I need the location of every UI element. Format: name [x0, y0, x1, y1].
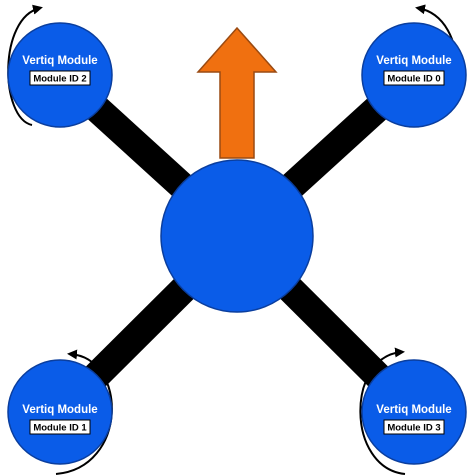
up-arrow-icon — [196, 26, 278, 159]
module-title: Vertiq Module — [22, 55, 97, 67]
rotation-arrow-bottom-right-icon — [359, 347, 406, 475]
module-bottom-right: Vertiq Module Module ID 3 — [361, 359, 467, 465]
module-top-right: Vertiq Module Module ID 0 — [361, 22, 467, 128]
center-hub — [160, 159, 314, 313]
module-id-box — [383, 70, 445, 86]
module-bottom-left: Vertiq Module Module ID 1 — [7, 359, 113, 465]
module-id-label: Module ID 1 — [33, 423, 87, 434]
module-id-label: Module ID 2 — [33, 74, 86, 85]
module-title: Vertiq Module — [376, 55, 451, 67]
module-id-label: Module ID 3 — [387, 423, 440, 434]
module-top-left: Vertiq Module Module ID 2 — [7, 22, 113, 128]
module-id-box — [29, 70, 91, 86]
module-id-box — [29, 419, 91, 435]
module-circle — [7, 359, 113, 465]
module-id-label: Module ID 0 — [387, 74, 440, 85]
module-id-box — [383, 419, 445, 435]
module-circle — [361, 359, 467, 465]
module-title: Vertiq Module — [22, 404, 97, 416]
module-title: Vertiq Module — [376, 404, 451, 416]
